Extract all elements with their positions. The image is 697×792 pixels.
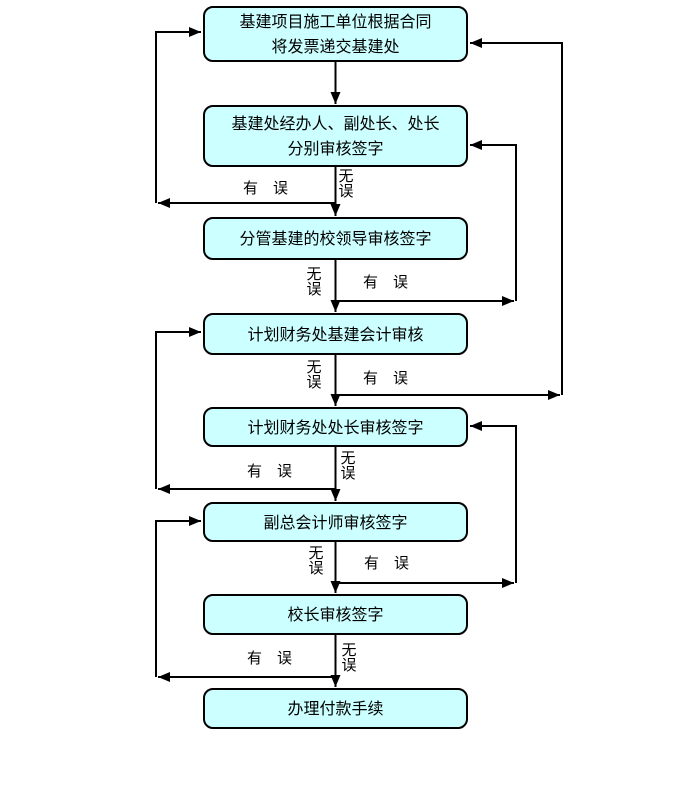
node-text-line: 基建项目施工单位根据合同 [239,12,432,31]
node-text-line: 副总会计师审核签字 [263,512,408,532]
arrow-error-right-1b [470,140,517,301]
flow-node-school-leader-review: 分管基建的校领导审核签字 [203,217,468,260]
arrow-error-left-2b [155,327,201,489]
branch-label-error: 有 误 [243,179,289,197]
branch-label-ok: 无误 [308,544,324,577]
branch-label-error: 有 误 [247,462,293,480]
branch-label-ok: 无误 [306,265,322,298]
node-text-line: 基建处经办人、副处长、处长 [231,114,440,133]
branch-label-error: 有 误 [247,649,293,667]
flow-node-deputy-chief-accountant-review: 副总会计师审核签字 [203,502,468,542]
node-text-line: 办理付款手续 [287,699,384,718]
flow-node-finance-director-review: 计划财务处处长审核签字 [203,407,468,447]
node-text-line: 将发票递交基建处 [271,37,400,56]
branch-label-ok: 无误 [341,641,357,674]
branch-label-error: 有 误 [363,369,409,387]
node-text-line: 校长审核签字 [287,605,384,624]
arrow-error-right-2b [470,421,517,583]
flow-node-finance-accountant-review: 计划财务处基建会计审核 [203,313,468,355]
branch-label-ok: 无误 [306,358,322,391]
arrow-error-left-3b [155,516,201,677]
branch-label-ok: 无误 [338,167,354,200]
node-text-line: 分别审核签字 [287,139,384,158]
flow-node-infrastructure-office-review: 基建处经办人、副处长、处长 分别审核签字 [203,105,468,167]
arrow-error-right-3b [470,38,563,395]
node-text-line: 计划财务处基建会计审核 [247,324,424,344]
flow-node-submit-invoice: 基建项目施工单位根据合同 将发票递交基建处 [203,6,468,62]
branch-label-error: 有 误 [364,554,410,572]
arrow-error-left-1b [155,27,201,203]
flow-node-president-review: 校长审核签字 [203,594,468,635]
branch-label-ok: 无误 [340,449,356,482]
node-text-line: 计划财务处处长审核签字 [247,417,424,437]
node-text-line: 分管基建的校领导审核签字 [239,229,432,248]
flow-node-payment: 办理付款手续 [203,688,468,729]
branch-label-error: 有 误 [363,273,409,291]
